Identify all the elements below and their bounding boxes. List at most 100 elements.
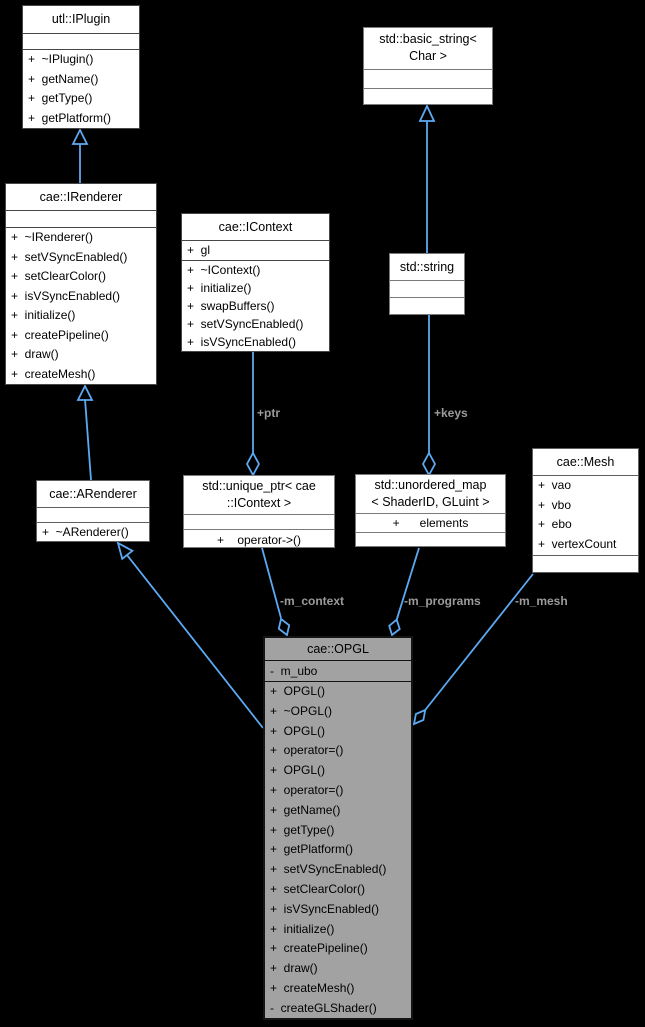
member-row: + setClearColor() [11, 269, 107, 283]
class-title: cae::ARenderer [49, 487, 137, 501]
member-row: + getName() [270, 802, 341, 817]
methods-section: + ~ARenderer() [37, 522, 149, 541]
class-title: std::unordered_map < ShaderID, GLuint > [371, 478, 490, 509]
member-row: + isVSyncEnabled() [270, 901, 380, 916]
aggregation-diamond-icon [421, 451, 437, 477]
class-cae-irenderer[interactable]: cae::IRenderer + ~IRenderer()+ setVSyncE… [5, 183, 157, 385]
member-row: + draw() [11, 347, 59, 361]
methods-section: + ~IRenderer() + setVSyncEnabled() + setCl… [6, 227, 156, 384]
member-row: + createPipeline() [270, 941, 368, 956]
member-row: + setVSyncEnabled() [11, 249, 128, 264]
edge-label-m-context: -m_context [280, 594, 345, 608]
class-title: cae::IRenderer [39, 190, 123, 204]
aggregation-diamond-icon [277, 617, 291, 637]
edge-aggregation-opgl-mesh [424, 573, 534, 711]
aggregation-diamond-icon [245, 451, 261, 477]
member-row: + operator=() [270, 743, 344, 758]
edge-aggregation-opgl-unorderedmap [395, 547, 420, 620]
methods-section: + ~IPlugin() + getName() + getType() + getP… [23, 49, 139, 128]
member-row: + operator->() [216, 533, 302, 547]
methods-section [533, 555, 638, 572]
member-row: + initialize() [270, 921, 335, 936]
member-row: - createGLShader() [270, 1000, 377, 1015]
attributes-section: + vao + vbo + ebo + vertexCount [533, 475, 638, 555]
class-title: cae::Mesh [556, 455, 615, 469]
member-row: + ~IContext() [187, 263, 261, 277]
methods-section [364, 88, 492, 104]
edge-label-m-mesh: -m_mesh [515, 594, 568, 608]
attributes-section [390, 280, 464, 297]
member-row: + setVSyncEnabled() [270, 862, 387, 877]
class-title: cae::IContext [218, 220, 293, 234]
class-cae-opgl[interactable]: cae::OPGL - m_ubo + OPGL()+ ~OPGL()+ OPG… [263, 636, 413, 1020]
class-utl-iplugin[interactable]: utl::IPlugin + ~IPlugin()+ getName()+ ge… [22, 5, 140, 129]
member-row: + isVSyncEnabled() [187, 335, 297, 349]
class-cae-icontext[interactable]: cae::IContext + gl + ~IContext()+ initia… [181, 213, 330, 352]
member-row: + ~IRenderer() [11, 230, 94, 244]
member-row: + setClearColor() [270, 881, 366, 896]
attributes-section: + elements [356, 513, 505, 532]
member-row: + swapBuffers() [187, 299, 275, 313]
inheritance-arrowhead-icon [71, 127, 89, 145]
member-row: + gl [187, 243, 211, 257]
member-row: + vertexCount [538, 537, 617, 552]
class-cae-mesh[interactable]: cae::Mesh + vao+ vbo+ ebo+ vertexCount [532, 448, 639, 573]
member-row: + initialize() [11, 308, 76, 322]
methods-section: + OPGL() + ~OPGL() + OPGL() + operator=() + … [265, 681, 411, 1018]
member-row: + ~OPGL() [270, 703, 333, 718]
edge-inheritance-opgl-arenderer [126, 554, 264, 729]
aggregation-diamond-icon [388, 618, 401, 637]
attributes-section [184, 514, 334, 529]
member-row: + ~IPlugin() [28, 52, 94, 66]
aggregation-diamond-icon [412, 708, 427, 726]
inheritance-arrowhead-icon [418, 103, 436, 122]
member-row: + createMesh() [11, 366, 96, 381]
member-row: + OPGL() [270, 723, 326, 738]
class-std-basic-string[interactable]: std::basic_string< Char > [363, 27, 493, 105]
attributes-section: + gl [182, 240, 329, 260]
attributes-section [23, 33, 139, 49]
edge-label-keys: +keys [434, 406, 468, 420]
edge-label-ptr: +ptr [257, 406, 281, 420]
methods-section: + operator->() [184, 529, 334, 547]
member-row: + OPGL() [270, 684, 326, 698]
member-row: + getPlatform() [28, 110, 112, 125]
class-title: utl::IPlugin [51, 12, 111, 26]
member-row: + ~ARenderer() [42, 525, 129, 539]
edge-inheritance-arenderer-irenderer [84, 398, 92, 481]
methods-section: + ~IContext() + initialize() + swapBuffers… [182, 260, 329, 351]
class-title: cae::OPGL [307, 642, 369, 656]
methods-section [390, 297, 464, 314]
member-row: + draw() [270, 961, 318, 976]
member-row: + createMesh() [270, 980, 355, 995]
member-row: + getType() [28, 91, 93, 105]
member-row: + vao [538, 478, 572, 492]
class-title: std::basic_string< Char > [379, 32, 477, 63]
inheritance-arrowhead-icon [76, 383, 94, 401]
member-row: + isVSyncEnabled() [11, 288, 121, 303]
member-row: + vbo [538, 497, 572, 512]
member-row: + createPipeline() [11, 327, 109, 342]
attributes-section: - m_ubo [265, 660, 411, 681]
member-row: - m_ubo [270, 664, 318, 678]
edge-aggregation-opgl-uniqueptr [261, 547, 282, 619]
class-title: std::string [399, 260, 455, 274]
member-row: + ebo [538, 517, 572, 532]
member-row: + initialize() [187, 281, 252, 295]
member-row: + OPGL() [270, 763, 326, 778]
member-row: + elements [392, 516, 469, 530]
member-row: + getType() [270, 822, 335, 837]
attributes-section [6, 210, 156, 227]
class-title: std::unique_ptr< cae ::IContext > [202, 479, 316, 510]
member-row: + getName() [28, 71, 99, 86]
member-row: + getPlatform() [270, 842, 354, 857]
class-std-unordered-map[interactable]: std::unordered_map < ShaderID, GLuint > … [355, 474, 506, 547]
class-std-unique-ptr[interactable]: std::unique_ptr< cae ::IContext > + oper… [183, 475, 335, 548]
class-cae-arenderer[interactable]: cae::ARenderer + ~ARenderer() [36, 480, 150, 542]
inheritance-arrowhead-icon [116, 541, 135, 561]
member-row: + setVSyncEnabled() [187, 317, 304, 331]
class-std-string[interactable]: std::string [389, 253, 465, 315]
member-row: + operator=() [270, 782, 344, 797]
